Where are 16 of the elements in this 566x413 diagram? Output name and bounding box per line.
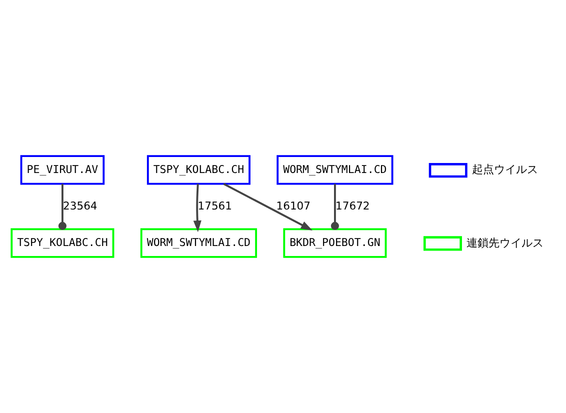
edge-label: 23564 (63, 199, 98, 212)
node-box: WORM_SWTYMLAI.CD (276, 155, 394, 185)
edge-label: 16107 (276, 199, 311, 212)
node-box: PE_VIRUT.AV (20, 155, 105, 185)
arrow (193, 184, 202, 232)
node-box: WORM_SWTYMLAI.CD (140, 228, 258, 258)
legend-label: 起点ウイルス (472, 163, 538, 176)
arrow (223, 182, 312, 230)
connector (58, 184, 66, 230)
connector (330, 184, 339, 230)
legend-label: 連鎖先ウイルス (466, 236, 544, 250)
edge-label: 17561 (198, 199, 232, 212)
node-box: TSPY_KOLABC.CH (10, 228, 114, 258)
node-box: TSPY_KOLABC.CH (146, 155, 250, 185)
node-box: BKDR_POEBOT.GN (283, 228, 387, 258)
edge-label: 17672 (336, 199, 370, 212)
